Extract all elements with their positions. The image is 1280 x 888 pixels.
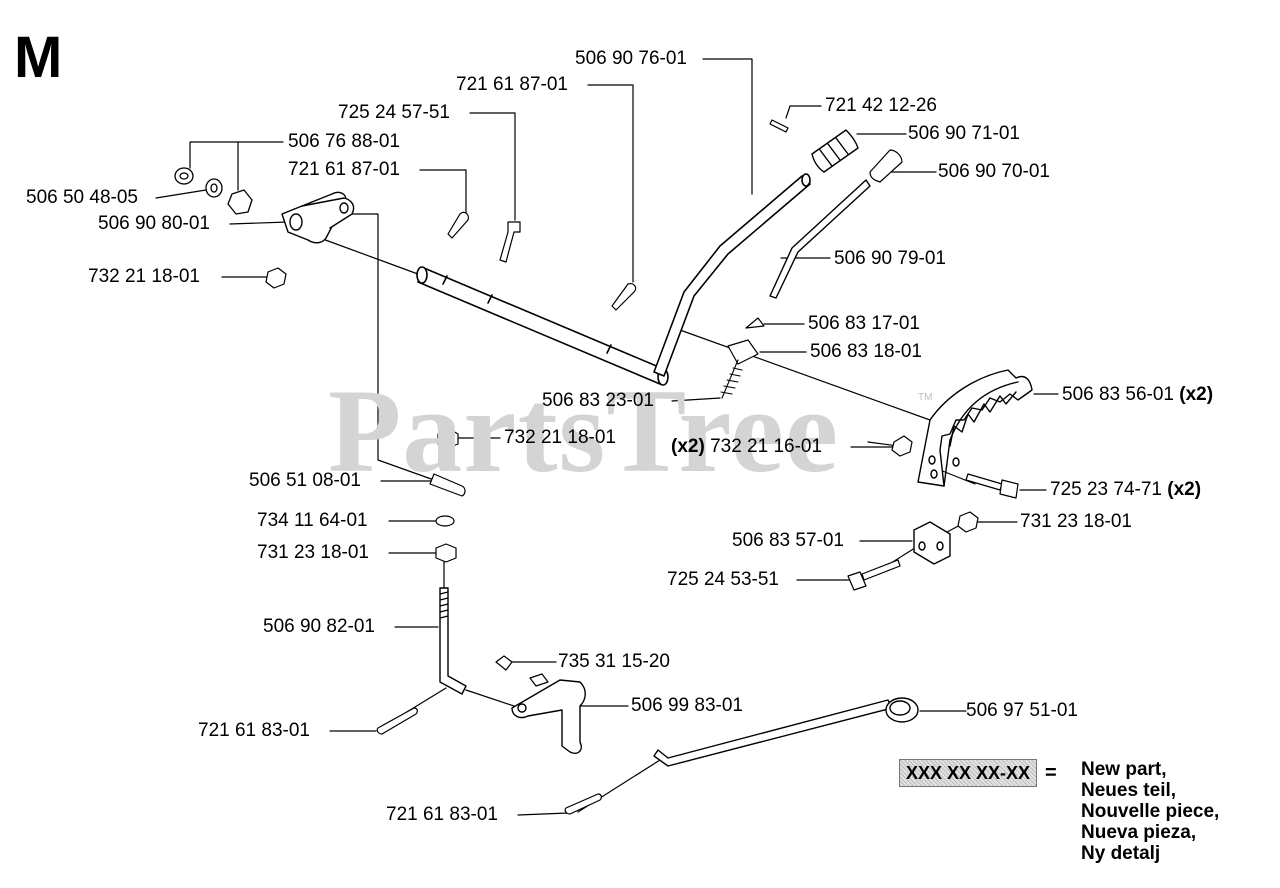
pin-upper <box>447 211 469 239</box>
part-label-725-23-74-71: 725 23 74-71 (x2) <box>1050 479 1201 501</box>
legend-line-english: New part, <box>1081 759 1167 780</box>
legend-equals: = <box>1045 762 1057 784</box>
clamp-bolt <box>847 559 901 591</box>
part-label-506-83-57-01: 506 83 57-01 <box>732 530 844 551</box>
link-pin <box>429 473 466 497</box>
part-number: 725 23 74-71 <box>1050 479 1162 500</box>
part-label-506-50-48-05: 506 50 48-05 <box>26 187 138 208</box>
part-label-731-23-18-01-left: 731 23 18-01 <box>257 542 369 563</box>
part-label-725-24-53-51: 725 24 53-51 <box>667 569 779 590</box>
watermark: PartsTree <box>328 364 839 497</box>
quadrant-nut <box>891 435 913 457</box>
quantity-x2: (x2) <box>1179 384 1214 405</box>
section-letter: M <box>14 25 63 90</box>
part-label-506-90-71-01: 506 90 71-01 <box>908 123 1020 144</box>
legend-line-spanish: Nueva pieza, <box>1081 822 1197 843</box>
part-label-721-61-87-01-top: 721 61 87-01 <box>456 74 568 95</box>
drive-arm <box>511 679 586 754</box>
bushing-set <box>174 167 253 215</box>
part-label-731-23-18-01-right: 731 23 18-01 <box>1020 511 1132 532</box>
part-label-506-97-51-01: 506 97 51-01 <box>966 700 1078 721</box>
legend-line-german: Neues teil, <box>1081 780 1177 801</box>
part-label-721-61-83-01-bottom: 721 61 83-01 <box>386 804 498 825</box>
part-label-506-90-76-01: 506 90 76-01 <box>575 48 687 69</box>
part-label-734-11-64-01: 734 11 64-01 <box>257 510 368 531</box>
pivot-bracket <box>281 191 355 244</box>
pin-lower <box>611 283 637 311</box>
lock-block <box>727 339 759 365</box>
clamp-block <box>913 521 951 565</box>
release-knob <box>869 149 903 183</box>
part-label-506-90-70-01: 506 90 70-01 <box>938 161 1050 182</box>
lift-lever <box>653 173 811 377</box>
arm-stud <box>529 673 549 687</box>
handle-grip <box>811 129 859 173</box>
part-label-732-21-18-01-top: 732 21 18-01 <box>88 266 200 287</box>
trademark-mark: TM <box>918 392 933 403</box>
part-label-725-24-57-51: 725 24 57-51 <box>338 102 450 123</box>
cotter-pin-left <box>376 707 418 735</box>
notched-quadrant <box>917 369 1033 487</box>
arm-clip <box>495 655 513 671</box>
part-number: 506 83 56-01 <box>1062 384 1174 405</box>
spring <box>720 359 743 399</box>
part-label-735-31-15-20: 735 31 15-20 <box>558 651 670 672</box>
clamp-nut <box>957 511 979 533</box>
quantity-x2: (x2) <box>671 436 705 457</box>
quantity-x2: (x2) <box>1167 479 1202 500</box>
new-part-indicator: XXX XX XX-XX <box>899 759 1037 787</box>
legend-line-french: Nouvelle piece, <box>1081 801 1220 822</box>
part-label-732-21-16-01: (x2) 732 21 16-01 <box>671 436 822 458</box>
part-label-721-61-83-01-left: 721 61 83-01 <box>198 720 310 741</box>
part-label-506-51-08-01: 506 51 08-01 <box>249 470 361 491</box>
link-locknut <box>435 543 457 563</box>
release-rod <box>769 179 871 299</box>
part-label-506-83-18-01: 506 83 18-01 <box>810 341 922 362</box>
part-label-506-90-82-01: 506 90 82-01 <box>263 616 375 637</box>
part-label-506-90-79-01: 506 90 79-01 <box>834 248 946 269</box>
cone-piece <box>745 317 765 329</box>
part-label-506-76-88-01: 506 76 88-01 <box>288 131 400 152</box>
part-label-506-83-23-01: 506 83 23-01 <box>542 390 654 411</box>
part-label-721-42-12-26: 721 42 12-26 <box>825 95 937 116</box>
long-rod <box>653 697 919 767</box>
link-rod <box>439 587 467 695</box>
part-number: 732 21 16-01 <box>710 436 823 457</box>
link-washer <box>435 515 455 527</box>
part-label-506-90-80-01: 506 90 80-01 <box>98 213 210 234</box>
grip-pin <box>769 119 789 133</box>
bolt-725-24 <box>499 221 521 263</box>
part-label-506-83-56-01: 506 83 56-01 (x2) <box>1062 384 1213 406</box>
legend-line-swedish: Ny detalj <box>1081 843 1161 864</box>
new-part-legend: New part, Neues teil, Nouvelle piece, Nu… <box>1081 759 1219 864</box>
part-label-506-83-17-01: 506 83 17-01 <box>808 313 920 334</box>
quadrant-bolt <box>965 473 1019 499</box>
part-label-721-61-87-01-mid: 721 61 87-01 <box>288 159 400 180</box>
cotter-pin-bottom <box>564 793 602 815</box>
part-label-732-21-18-01-center: 732 21 18-01 <box>504 427 616 448</box>
pivot-nut <box>265 267 287 289</box>
part-label-506-99-83-01: 506 99 83-01 <box>631 695 743 716</box>
link-nut <box>437 427 459 449</box>
